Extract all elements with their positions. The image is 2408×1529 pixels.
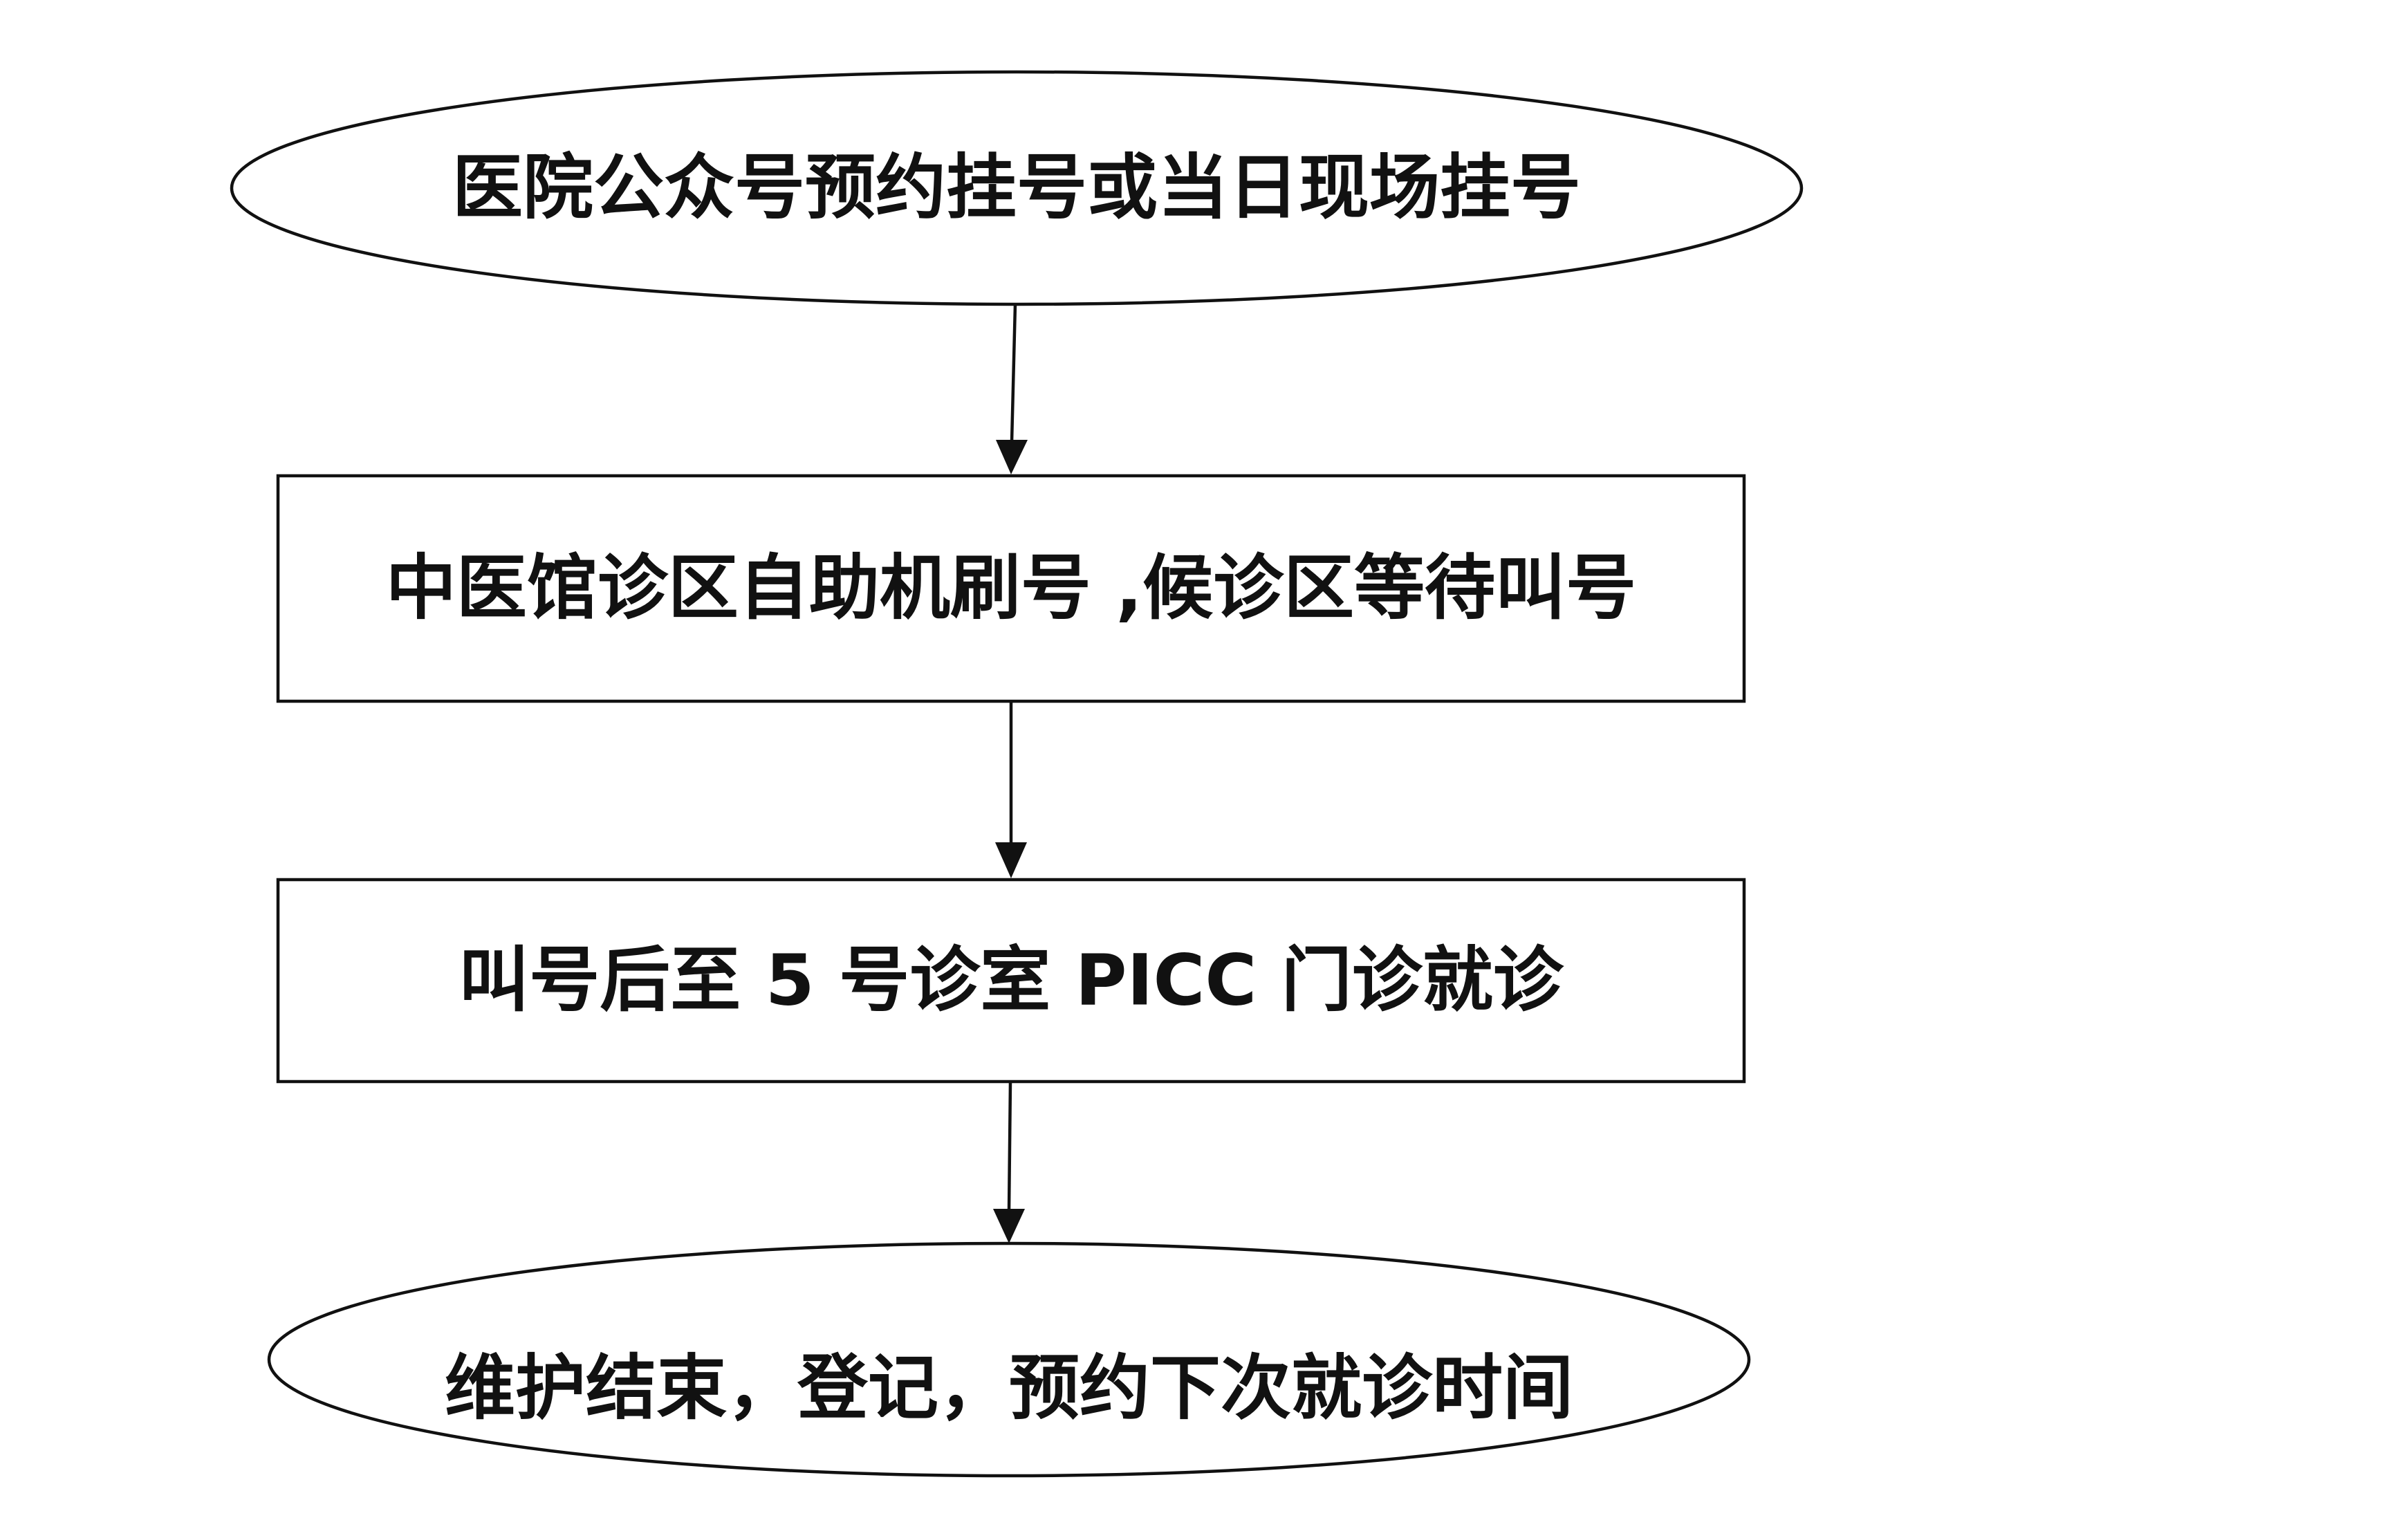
flow-arrow-2-to-3 [995,701,1027,878]
start-terminal-ellipse [230,70,1804,306]
step-2-label: 中医馆诊区自助机刷号 ,候诊区等待叫号 [386,548,1636,630]
step-3-label: 叫号后至 5 号诊室 PICC 门诊就诊 [459,940,1564,1022]
arrowhead-icon [995,842,1027,878]
arrow-line [1007,1081,1012,1212]
flowchart-step-1: 医院公众号预约挂号或当日现场挂号 [230,70,1804,306]
step-4-label: 维护结束，登记，预约下次就诊时间 [445,1348,1573,1430]
flow-arrow-3-to-4 [993,1081,1025,1243]
end-terminal-ellipse [267,1241,1751,1478]
process-box [276,474,1746,703]
arrow-line [1010,304,1017,443]
process-box [276,878,1746,1084]
step-1-label: 医院公众号预约挂号或当日现场挂号 [452,147,1581,230]
flow-arrow-1-to-2 [996,304,1028,474]
flowchart-step-2: 中医馆诊区自助机刷号 ,候诊区等待叫号 [276,474,1746,703]
arrowhead-icon [993,1209,1025,1243]
arrowhead-icon [996,440,1028,474]
flowchart-step-4: 维护结束，登记，预约下次就诊时间 [267,1241,1751,1478]
flowchart-step-3: 叫号后至 5 号诊室 PICC 门诊就诊 [276,878,1746,1084]
